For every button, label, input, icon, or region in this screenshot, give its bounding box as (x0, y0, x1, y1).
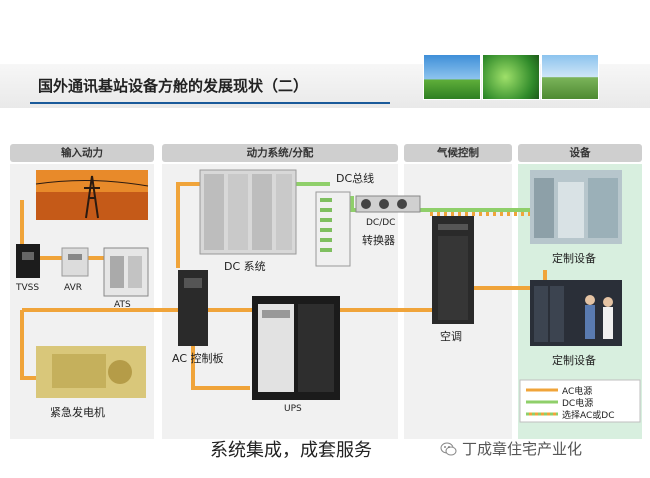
title-underline (30, 102, 390, 104)
legend-dc-label: DC电源 (562, 399, 594, 409)
header-photo-landscape (423, 54, 481, 100)
label-dcdc-line1: DC/DC (366, 218, 396, 228)
ats-device (103, 247, 149, 297)
ac-control-panel (178, 270, 208, 346)
label-aircon: 空调 (440, 330, 462, 343)
dc-distribution-panel (315, 191, 351, 267)
label-ups: UPS (284, 404, 302, 414)
label-custom-equipment-1: 定制设备 (552, 252, 596, 265)
label-generator: 紧急发电机 (50, 406, 105, 419)
label-custom-equipment-2: 定制设备 (552, 354, 596, 367)
power-tower-photo (35, 170, 149, 220)
label-dc-bus: DC总线 (336, 172, 375, 185)
dc-system-racks (199, 169, 297, 255)
ups-device (252, 296, 340, 400)
label-avr: AVR (64, 283, 82, 293)
page-title: 国外通讯基站设备方舱的发展现状（二） (38, 77, 309, 95)
tvss-device (16, 244, 40, 278)
dcdc-converter (355, 195, 421, 213)
label-dcdc-line2: 转换器 (362, 234, 395, 247)
avr-device (61, 247, 89, 277)
label-dc-system: DC 系统 (224, 260, 266, 273)
aircon-unit (432, 216, 474, 324)
section-header-equipment: 设备 (518, 144, 642, 162)
legend-either-label: 选择AC或DC (562, 411, 615, 421)
section-header-climate: 气候控制 (404, 144, 512, 162)
generator-device (36, 346, 146, 398)
wechat-icon (440, 442, 457, 456)
equipment-photo-1 (530, 170, 622, 244)
header-photo-family (541, 54, 599, 100)
section-header-input: 输入动力 (10, 144, 154, 162)
label-tvss: TVSS (16, 283, 40, 293)
watermark: 丁成章住宅产业化 (462, 440, 583, 458)
footer-slogan: 系统集成，成套服务 (210, 440, 372, 461)
label-ac-panel: AC 控制板 (172, 352, 224, 365)
legend-ac-label: AC电源 (562, 387, 593, 397)
equipment-photo-2 (530, 280, 622, 346)
header-photo-leaf (482, 54, 540, 100)
section-header-power: 动力系统/分配 (162, 144, 398, 162)
label-ats: ATS (114, 300, 131, 310)
either-lines (430, 208, 540, 216)
